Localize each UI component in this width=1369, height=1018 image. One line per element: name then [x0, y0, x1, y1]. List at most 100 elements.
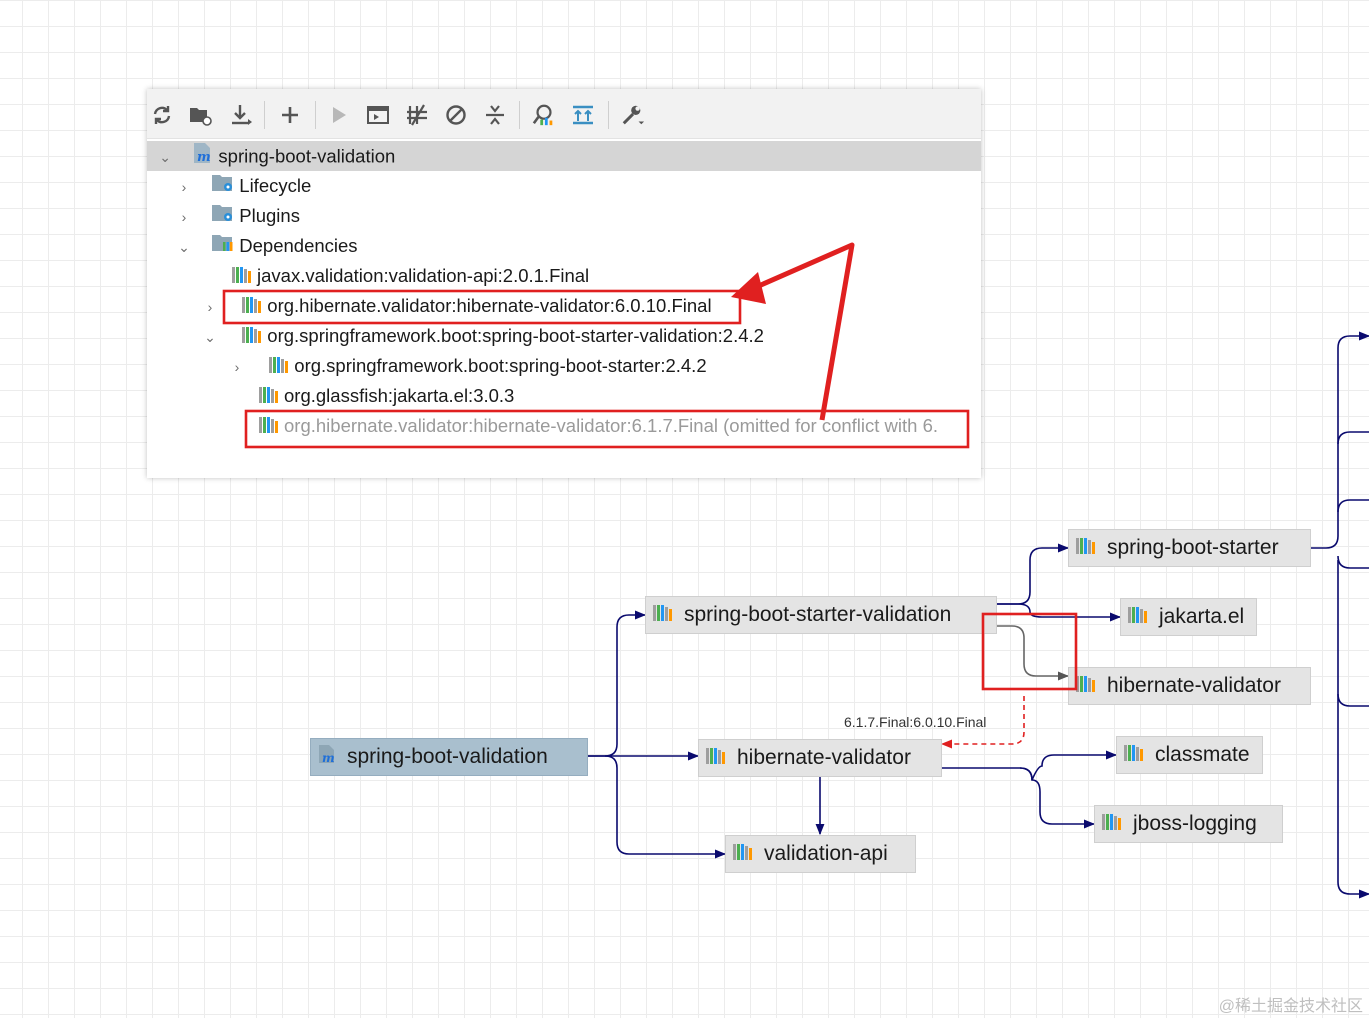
chevron-right-icon[interactable]: › — [181, 179, 187, 195]
tree-item-omitted-dependency[interactable]: org.hibernate.validator:hibernate-valida… — [258, 411, 938, 441]
tree-item-lifecycle[interactable]: › Lifecycle — [175, 171, 312, 202]
graph-node-root[interactable]: m spring-boot-validation — [310, 738, 588, 776]
add-icon[interactable] — [278, 103, 302, 127]
graph-node-hibernate-validator[interactable]: hibernate-validator — [698, 739, 942, 777]
tree-label: Dependencies — [239, 235, 358, 256]
library-icon — [258, 412, 280, 442]
library-icon — [1075, 536, 1097, 560]
folder-gear-icon — [211, 172, 235, 202]
analyze-dependencies-icon[interactable] — [532, 103, 556, 127]
tree-label: org.glassfish:jakarta.el:3.0.3 — [284, 385, 515, 406]
open-folder-icon[interactable] — [189, 103, 213, 127]
tree-item-dependencies[interactable]: ⌄ Dependencies — [175, 231, 358, 261]
edge-starter-validation-to-jakarta — [997, 603, 1122, 622]
tree-label: Plugins — [239, 205, 300, 226]
toolbar-separator — [519, 101, 520, 129]
tree-item-dependency[interactable]: › org.springframework.boot:spring-boot-s… — [228, 351, 707, 381]
chevron-down-icon[interactable]: ⌄ — [159, 149, 171, 166]
svg-text:m: m — [197, 150, 211, 165]
graph-node-jboss-logging[interactable]: jboss-logging — [1094, 805, 1283, 843]
graph-node-validation-api[interactable]: validation-api — [725, 835, 916, 873]
tree-label: Lifecycle — [239, 175, 312, 196]
library-icon — [1075, 674, 1097, 698]
download-icon[interactable] — [229, 103, 253, 127]
watermark: @稀土掘金技术社区 — [1218, 998, 1363, 1015]
skip-tests-icon[interactable] — [444, 103, 468, 127]
edge-starter-validation-to-starter — [997, 543, 1070, 605]
annotation-arrow — [743, 242, 855, 421]
chevron-down-icon[interactable]: ⌄ — [204, 329, 216, 345]
maven-module-icon: m — [317, 743, 337, 771]
conflict-version-label: 6.1.7.Final:6.0.10.Final — [844, 714, 987, 730]
tree-label: org.hibernate.validator:hibernate-valida… — [284, 415, 939, 436]
tree-item-dependency[interactable]: › org.hibernate.validator:hibernate-vali… — [201, 291, 712, 321]
graph-node-spring-boot-starter[interactable]: spring-boot-starter — [1068, 529, 1311, 567]
edge-starter-to-right — [1337, 431, 1369, 445]
node-label: jboss-logging — [1133, 812, 1257, 835]
chevron-down-icon[interactable]: ⌄ — [178, 239, 190, 255]
library-icon — [231, 262, 253, 292]
graph-node-classmate[interactable]: classmate — [1116, 736, 1263, 774]
edge-root-to-validation-api — [604, 755, 727, 859]
chevron-right-icon[interactable]: › — [181, 209, 187, 225]
highlight-box-selected-dependency — [222, 289, 742, 325]
settings-icon[interactable] — [621, 103, 645, 127]
chevron-right-icon[interactable]: › — [207, 299, 213, 315]
toolbar-separator — [608, 101, 609, 129]
edge-starter-to-right — [1337, 560, 1369, 899]
toolbar-separator — [315, 101, 316, 129]
chevron-right-icon[interactable]: › — [234, 359, 240, 375]
tree-item-dependency[interactable]: org.glassfish:jakarta.el:3.0.3 — [258, 381, 514, 411]
maven-module-icon: m — [192, 141, 214, 174]
library-icon — [268, 352, 290, 382]
show-diagram-icon[interactable] — [571, 103, 595, 127]
tree-label: org.springframework.boot:spring-boot-sta… — [267, 325, 764, 346]
node-label: spring-boot-validation — [347, 745, 548, 768]
node-label: spring-boot-starter — [1107, 536, 1279, 559]
library-icon — [1101, 812, 1123, 836]
tree-item-dependency[interactable]: ⌄ org.springframework.boot:spring-boot-s… — [201, 321, 764, 351]
tree-item-plugins[interactable]: › Plugins — [175, 201, 300, 231]
edge-hibernate-to-jboss — [1019, 767, 1096, 829]
toggle-offline-icon[interactable] — [405, 103, 429, 127]
library-icon — [1123, 743, 1145, 767]
tree-label: org.springframework.boot:spring-boot-sta… — [294, 355, 707, 376]
library-icon — [652, 603, 674, 627]
graph-node-omitted-hibernate-validator[interactable]: hibernate-validator — [1068, 667, 1311, 705]
folder-gear-icon — [211, 202, 235, 232]
svg-text:m: m — [322, 751, 335, 765]
library-icon — [732, 842, 754, 866]
reload-icon[interactable] — [150, 103, 174, 127]
library-icon — [258, 382, 280, 412]
node-label: spring-boot-starter-validation — [684, 603, 952, 626]
tree-label: spring-boot-validation — [218, 145, 396, 167]
tree-item-dependency[interactable]: javax.validation:validation-api:2.0.1.Fi… — [231, 261, 589, 291]
node-label: hibernate-validator — [1107, 674, 1281, 697]
graph-node-jakarta-el[interactable]: jakarta.el — [1120, 598, 1257, 636]
library-icon — [241, 322, 263, 352]
highlight-box-graph-omitted-edge — [981, 612, 1078, 691]
library-icon — [1127, 605, 1149, 629]
edge-starter-validation-to-omitted-hibernate — [997, 625, 1070, 681]
execute-goal-icon[interactable] — [366, 103, 390, 127]
annotation-arrowhead — [731, 272, 766, 304]
node-label: classmate — [1155, 743, 1250, 766]
library-icon — [705, 746, 727, 770]
node-label: jakarta.el — [1159, 605, 1245, 628]
tree-label: org.hibernate.validator:hibernate-valida… — [267, 295, 712, 316]
node-label: hibernate-validator — [737, 746, 911, 769]
maven-tool-window: ⌄ m spring-boot-validation › Lifecycle ›… — [147, 89, 981, 478]
edge-conflict-dashed — [940, 696, 1025, 749]
run-icon[interactable] — [327, 103, 351, 127]
tree-item-project[interactable]: ⌄ m spring-boot-validation — [147, 141, 981, 171]
maven-toolbar — [147, 89, 981, 139]
edge-starter-to-right — [1337, 499, 1369, 513]
collapse-icon[interactable] — [483, 103, 507, 127]
toolbar-separator — [264, 101, 265, 129]
edge-starter-to-right — [1337, 555, 1369, 569]
tree-label: javax.validation:validation-api:2.0.1.Fi… — [257, 265, 590, 286]
highlight-box-omitted-dependency — [244, 409, 970, 449]
library-icon — [241, 292, 263, 322]
